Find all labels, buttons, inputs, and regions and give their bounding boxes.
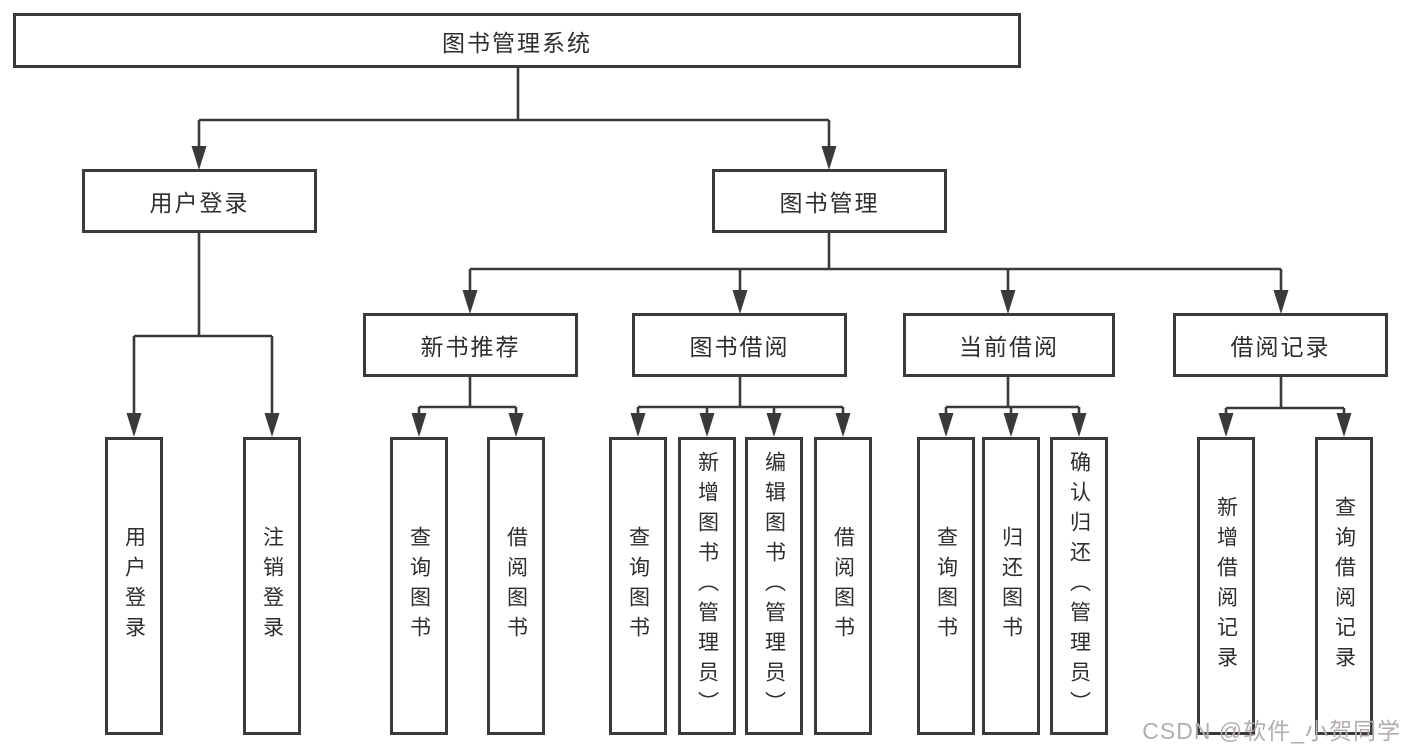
leaf-label: 注销登录 — [260, 526, 284, 646]
leaf-label: 编辑图书（管理员） — [762, 451, 786, 721]
arrow-head — [835, 413, 851, 437]
arrow-head — [630, 413, 646, 437]
connector-borrow-records-to-leaves — [1218, 377, 1352, 437]
arrow-head — [699, 413, 715, 437]
arrow-head — [126, 413, 142, 437]
leaf-add-borrow-record: 新增借阅记录 — [1197, 437, 1255, 735]
leaf-logout: 注销登录 — [243, 437, 301, 735]
arrow-head — [1273, 290, 1289, 314]
leaf-query-borrow-record: 查询借阅记录 — [1315, 437, 1373, 735]
connector-user-login-to-leaves — [126, 233, 280, 437]
node-root-library-management-system: 图书管理系统 — [13, 13, 1021, 68]
leaf-user-login: 用户登录 — [105, 437, 163, 735]
leaf-label: 归还图书 — [999, 526, 1023, 646]
node-user-login: 用户登录 — [82, 169, 317, 233]
arrow-head — [732, 290, 748, 314]
leaf-label: 新增借阅记录 — [1214, 496, 1238, 676]
arrow-head — [766, 413, 782, 437]
arrow-head — [938, 413, 954, 437]
leaf-query-books-recommend: 查询图书 — [390, 437, 448, 735]
arrow-head — [411, 413, 427, 437]
arrow-head — [1218, 413, 1234, 437]
arrow-head — [508, 413, 524, 437]
leaf-label: 查询借阅记录 — [1332, 496, 1356, 676]
arrow-head — [462, 290, 478, 314]
connector-root-to-level2 — [191, 67, 837, 170]
arrow-head — [1071, 413, 1087, 437]
leaf-label: 新增图书（管理员） — [695, 451, 719, 721]
leaf-label: 查询图书 — [626, 526, 650, 646]
leaf-borrow-books: 借阅图书 — [814, 437, 872, 735]
connector-current-borrow-to-leaves — [938, 377, 1087, 437]
node-borrowing-records: 借阅记录 — [1173, 313, 1388, 377]
connector-book-management-to-level3 — [462, 233, 1289, 314]
arrow-head — [1336, 413, 1352, 437]
leaf-borrow-books-recommend: 借阅图书 — [487, 437, 545, 735]
leaf-edit-books-admin: 编辑图书（管理员） — [745, 437, 803, 735]
leaf-confirm-return-admin: 确认归还（管理员） — [1050, 437, 1108, 735]
leaf-label: 确认归还（管理员） — [1067, 451, 1091, 721]
leaf-label: 查询图书 — [407, 526, 431, 646]
leaf-label: 借阅图书 — [504, 526, 528, 646]
connector-new-book-to-leaves — [411, 377, 524, 437]
leaf-add-books-admin: 新增图书（管理员） — [678, 437, 736, 735]
leaf-query-books-current: 查询图书 — [917, 437, 975, 735]
node-new-book-recommendation: 新书推荐 — [363, 313, 578, 377]
node-book-borrowing: 图书借阅 — [632, 313, 847, 377]
node-current-borrowing: 当前借阅 — [903, 313, 1115, 377]
leaf-label: 查询图书 — [934, 526, 958, 646]
arrow-head — [1000, 290, 1016, 314]
node-book-management: 图书管理 — [712, 169, 947, 233]
arrow-head — [1003, 413, 1019, 437]
arrow-head — [821, 146, 837, 170]
leaf-return-books: 归还图书 — [982, 437, 1040, 735]
arrow-head — [264, 413, 280, 437]
leaf-label: 借阅图书 — [831, 526, 855, 646]
connector-book-borrow-to-leaves — [630, 377, 851, 437]
leaf-query-books-borrow: 查询图书 — [609, 437, 667, 735]
leaf-label: 用户登录 — [122, 526, 146, 646]
arrow-head — [191, 146, 207, 170]
